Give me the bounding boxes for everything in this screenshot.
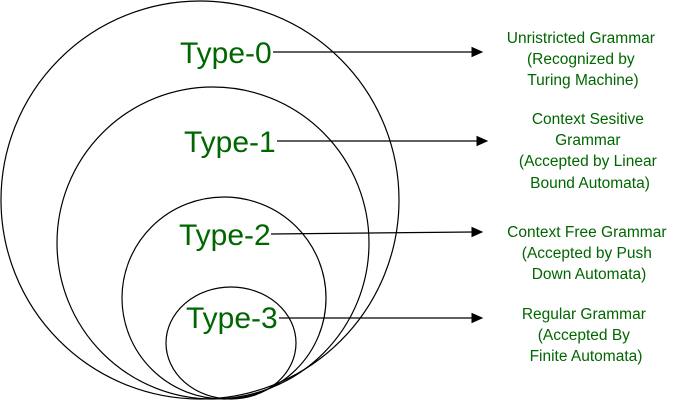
type-0-description: Unristricted Grammar (Recognized by Turi… [507, 30, 659, 89]
type-3-desc-line-2: (Accepted By [538, 327, 630, 344]
type-3-group: Type-3 Regular Grammar (Accepted By Fini… [186, 302, 650, 365]
type-3-arrow-head [471, 312, 484, 324]
type-3-label: Type-3 [186, 302, 278, 335]
type-0-arrow-head [471, 46, 484, 58]
type-0-group: Type-0 Unristricted Grammar (Recognized … [180, 30, 659, 89]
type-2-desc-line-1: Context Free Grammar [507, 224, 666, 241]
type-0-desc-line-2: (Recognized by [527, 51, 635, 68]
type-1-label: Type-1 [184, 126, 276, 159]
type-0-desc-line-3: Turing Machine) [527, 72, 638, 89]
type-2-description: Context Free Grammar (Accepted by Push D… [507, 224, 671, 283]
type-1-desc-line-2: Grammar [555, 132, 620, 149]
type-2-arrow-line [270, 231, 474, 235]
type-1-desc-line-1: Context Sesitive [532, 111, 644, 128]
type-2-desc-line-3: Down Automata) [532, 266, 647, 283]
type-0-desc-line-1: Unristricted Grammar [507, 30, 655, 47]
type-3-description: Regular Grammar (Accepted By Finite Auto… [522, 306, 650, 365]
type-1-description: Context Sesitive Grammar (Accepted by Li… [519, 111, 661, 192]
type-0-label: Type-0 [180, 37, 272, 70]
type-1-arrow-head [476, 135, 489, 147]
type-3-desc-line-1: Regular Grammar [522, 306, 646, 323]
type-2-desc-line-2: (Accepted by Push [522, 245, 652, 262]
type-1-desc-line-4: Bound Automata) [530, 175, 650, 192]
type-3-circle [165, 286, 297, 400]
type-2-label: Type-2 [179, 219, 271, 252]
type-3-desc-line-3: Finite Automata) [530, 348, 643, 365]
type-1-group: Type-1 Context Sesitive Grammar (Accepte… [184, 111, 661, 192]
type-2-group: Type-2 Context Free Grammar (Accepted by… [179, 219, 671, 283]
type-2-arrow-head [471, 226, 484, 238]
type-1-desc-line-3: (Accepted by Linear [519, 153, 657, 170]
